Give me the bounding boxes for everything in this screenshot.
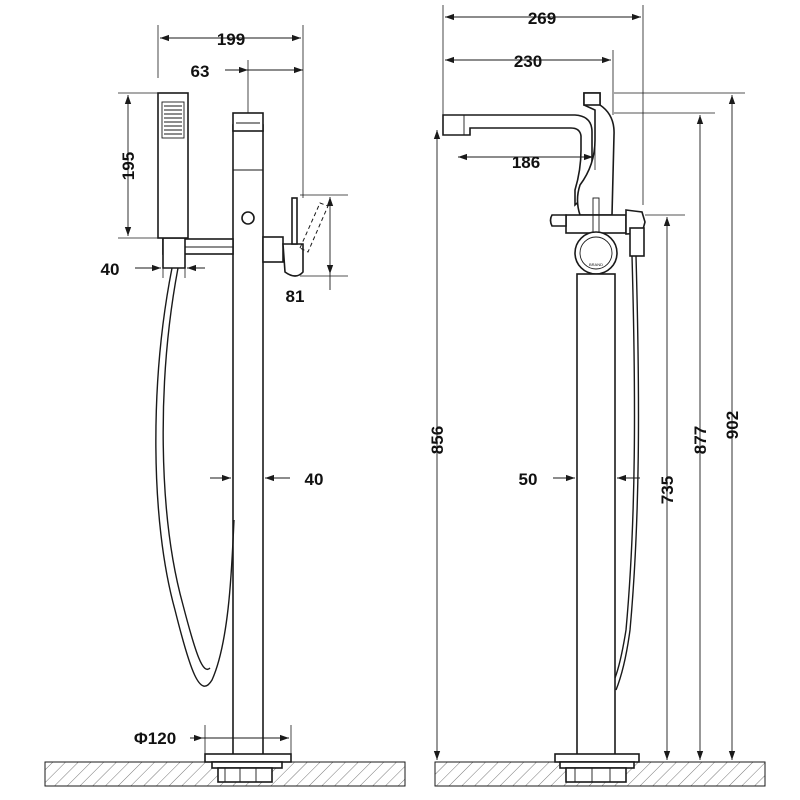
front-hose-connector	[629, 227, 645, 257]
front-valve-body	[565, 214, 627, 234]
front-hose	[615, 255, 640, 691]
front-brand-mark: BRAND	[589, 262, 603, 267]
dim-195: 195	[119, 152, 138, 180]
dim-40-holder: 40	[101, 260, 120, 279]
side-hose	[155, 267, 235, 687]
side-lever-alt-position	[299, 202, 329, 253]
front-neck	[576, 92, 615, 216]
handshower-nozzles	[164, 105, 182, 135]
dim-63: 63	[191, 62, 210, 81]
dim-230: 230	[514, 52, 542, 71]
front-view: BRAND 269 230 186 50	[428, 5, 745, 783]
front-base-plate	[554, 753, 640, 763]
dim-50: 50	[519, 470, 538, 489]
side-holder-cup	[162, 237, 186, 269]
front-left-handle	[549, 214, 567, 227]
side-base-plate	[204, 753, 292, 763]
dim-735: 735	[658, 476, 677, 504]
dim-40-column: 40	[305, 470, 324, 489]
dim-269: 269	[528, 9, 556, 28]
side-lever-stick	[291, 197, 298, 245]
side-lever-body	[262, 236, 284, 263]
dim-902: 902	[723, 411, 742, 439]
dim-81: 81	[286, 287, 305, 306]
dim-856: 856	[428, 426, 447, 454]
front-valve-knob	[574, 231, 618, 275]
handshower	[157, 92, 189, 239]
side-lever-handle	[282, 243, 304, 277]
dim-199: 199	[217, 30, 245, 49]
dim-186: 186	[512, 153, 540, 172]
front-column	[576, 273, 616, 758]
side-diverter-knob	[241, 211, 255, 225]
dim-877: 877	[691, 426, 710, 454]
dim-d120: Φ120	[134, 729, 176, 748]
side-view: 199 63 195 40 81 40 Φ120	[101, 25, 348, 783]
side-column-cap	[232, 112, 264, 132]
